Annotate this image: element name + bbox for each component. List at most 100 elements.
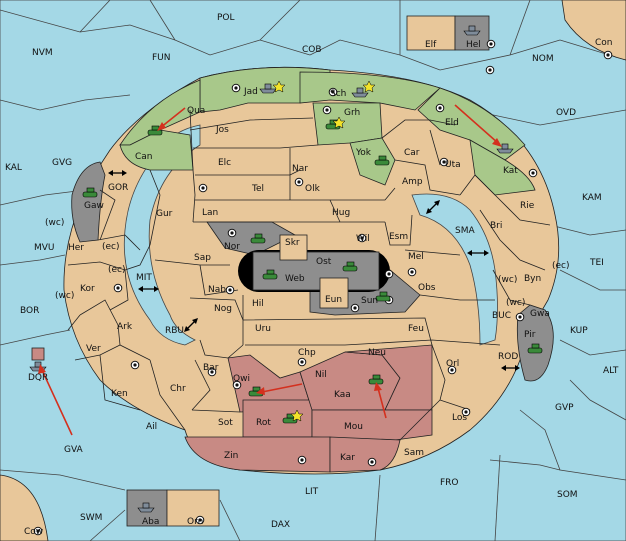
label-pir: Pir: [524, 330, 536, 340]
region-elf[interactable]: [406, 15, 456, 51]
label-wc2: (wc): [55, 291, 74, 301]
label-orl: Orl: [446, 359, 459, 369]
label-ost: Ost: [316, 257, 332, 267]
region-yok[interactable]: [349, 137, 396, 186]
label-ovd: OVD: [556, 108, 576, 118]
label-gvp: GVP: [555, 403, 574, 413]
army-icon: [374, 155, 390, 166]
army-icon: [527, 343, 543, 354]
label-sun: Sun: [361, 296, 378, 306]
units: [29, 25, 543, 513]
label-nar: Nar: [292, 164, 308, 174]
label-rbu: RBU: [165, 326, 184, 336]
label-qwi: Qwi: [233, 374, 250, 384]
label-grh: Grh: [344, 108, 360, 118]
region-dqr-island[interactable]: [31, 347, 45, 361]
army-icon: [342, 261, 358, 272]
region-kat[interactable]: [469, 139, 536, 196]
label-ken: Ken: [111, 389, 128, 399]
label-sch: Sch: [330, 89, 346, 99]
label-sap: Sap: [194, 253, 211, 263]
region-gaw[interactable]: [71, 161, 106, 243]
label-gor: GOR: [108, 183, 128, 193]
label-bor: BOR: [20, 306, 39, 316]
land-borders: [67, 109, 551, 441]
label-bri: Bri: [490, 221, 502, 231]
label-qua: Qua: [187, 106, 205, 116]
label-fro: FRO: [440, 478, 459, 488]
label-ver: Ver: [86, 344, 101, 354]
army-icon: [82, 187, 98, 198]
region-hel[interactable]: [454, 15, 490, 51]
label-lit: LIT: [305, 487, 319, 497]
label-buc: BUC: [492, 311, 511, 321]
label-kar: Kar: [340, 453, 355, 463]
label-con: Con: [595, 38, 613, 48]
label-cow: Cow: [24, 527, 43, 537]
label-alt: ALT: [603, 366, 619, 376]
label-los: Los: [452, 413, 467, 423]
label-aba: Aba: [142, 517, 159, 527]
fleet-icon: [463, 25, 481, 36]
label-dax: DAX: [271, 520, 290, 530]
label-gur: Gur: [156, 209, 173, 219]
label-kup: KUP: [570, 326, 588, 336]
label-skr: Skr: [285, 238, 300, 248]
inner-sea-sma[interactable]: [411, 193, 498, 346]
region-zin[interactable]: [184, 436, 331, 473]
label-feu: Feu: [408, 324, 424, 334]
fleet-icon: [351, 87, 369, 98]
army-icon: [147, 125, 163, 136]
label-olk: Olk: [305, 184, 321, 194]
label-gaw: Gaw: [84, 201, 104, 211]
label-chp: Chp: [298, 348, 316, 358]
label-ail: Ail: [146, 422, 157, 432]
region-pir[interactable]: [516, 304, 554, 382]
region-skr[interactable]: [279, 234, 308, 261]
label-hug: Hug: [332, 208, 350, 218]
label-kat: Kat: [503, 166, 518, 176]
label-mit: MIT: [136, 273, 152, 283]
label-sam: Sam: [404, 448, 424, 458]
label-nvm: NVM: [32, 48, 53, 58]
region-eun[interactable]: [319, 277, 349, 309]
region-sch[interactable]: [299, 71, 441, 111]
label-gwa: Gwa: [530, 309, 550, 319]
label-nom: NOM: [532, 54, 554, 64]
region-can[interactable]: [119, 129, 194, 171]
region-rot[interactable]: [242, 399, 313, 438]
label-kor: Kor: [80, 284, 95, 294]
label-mou: Mou: [344, 422, 363, 432]
region-orn[interactable]: [166, 489, 220, 527]
label-rod: ROD: [498, 352, 518, 362]
label-uta: Uta: [445, 160, 461, 170]
label-can: Can: [135, 152, 153, 162]
label-byn: Byn: [524, 274, 541, 284]
label-gvg: GVG: [52, 158, 72, 168]
label-cob: COB: [302, 45, 322, 55]
label-mvu: MVU: [34, 243, 55, 253]
fleet-icon: [496, 143, 514, 154]
region-kar[interactable]: [329, 436, 401, 473]
label-wc3: (wc): [498, 275, 517, 285]
label-hel: Hel: [466, 40, 481, 50]
label-orn: Orn: [187, 517, 203, 527]
region-mou[interactable]: [311, 409, 433, 441]
label-uru: Uru: [255, 324, 271, 334]
region-qua[interactable]: [119, 79, 201, 146]
label-sma: SMA: [455, 226, 475, 236]
label-kam: KAM: [582, 193, 602, 203]
label-obs: Obs: [418, 283, 436, 293]
label-nab: Nab: [208, 285, 226, 295]
label-elc: Elc: [218, 158, 231, 168]
label-dqr: DQR: [28, 373, 48, 383]
label-som: SOM: [557, 490, 578, 500]
label-nog: Nog: [214, 304, 232, 314]
label-nor: Nor: [224, 242, 240, 252]
label-elf: Elf: [425, 40, 437, 50]
label-lan: Lan: [202, 208, 218, 218]
fleet-icon: [259, 83, 277, 94]
fleet-icon: [137, 502, 155, 513]
